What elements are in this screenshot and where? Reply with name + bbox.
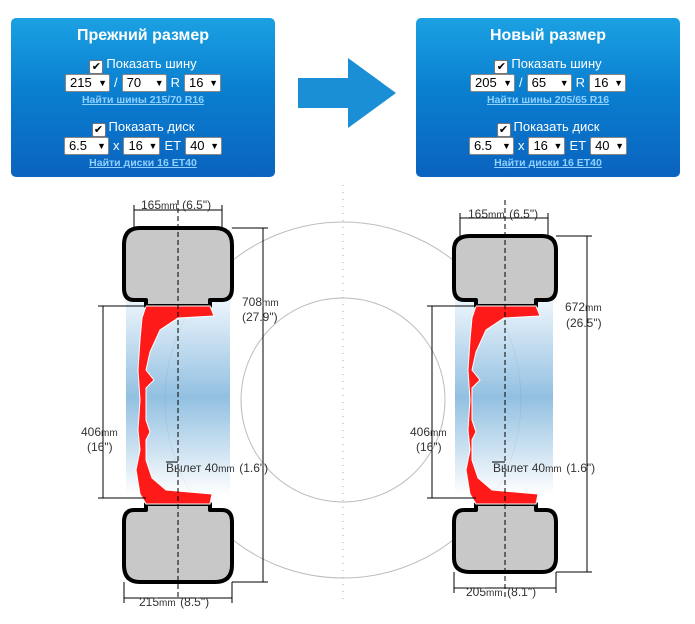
r-label: R [575, 74, 585, 90]
slash-separator: / [113, 74, 118, 90]
old-outer-diameter-label: 708mm [242, 295, 279, 309]
old-disk-width-select[interactable]: 6.5▼ [63, 136, 109, 155]
old-find-tires-link[interactable]: Найти шины 215/70 R16 [81, 94, 205, 106]
chevron-down-icon: ▼ [154, 77, 164, 88]
old-show-tire-label: Показать шину [106, 56, 197, 71]
new-disk [465, 305, 541, 505]
old-size-title: Прежний размер [76, 27, 209, 44]
old-disk-diameter-select[interactable]: 16▼ [123, 136, 161, 155]
old-show-tire-row[interactable]: ✔Показать шину [11, 56, 275, 74]
old-tire-diameter-select[interactable]: 16▼ [184, 73, 221, 92]
new-show-tire-checkbox[interactable]: ✔ [494, 60, 509, 74]
new-rim-width-label: 165mm (6.5") [468, 205, 538, 222]
new-size-title: Новый размер [489, 27, 607, 44]
old-tire-width-label: 215mm (8.5") [139, 593, 209, 610]
new-show-disk-label: Показать диск [513, 119, 600, 134]
new-show-disk-checkbox[interactable]: ✔ [496, 123, 511, 137]
new-show-disk-row[interactable]: ✔Показать диск [416, 119, 680, 137]
new-tire-profile-select[interactable]: 65▼ [526, 73, 572, 92]
et-label: ET [164, 137, 182, 153]
chevron-down-icon: ▼ [559, 77, 569, 88]
new-offset-label: Вылет 40mm (1.6") [493, 459, 595, 476]
inner-rotation-circle [240, 297, 446, 503]
right-arrow-icon [298, 58, 396, 128]
old-show-disk-checkbox[interactable]: ✔ [91, 123, 106, 137]
chevron-down-icon: ▼ [553, 140, 563, 151]
old-tire-profile-select[interactable]: 70▼ [121, 73, 167, 92]
new-tire-top [452, 234, 558, 308]
chevron-down-icon: ▼ [210, 140, 220, 151]
old-disk-et-select[interactable]: 40▼ [185, 136, 223, 155]
new-disk-et-select[interactable]: 40▼ [590, 136, 628, 155]
old-rim-width-label: 165mm (6.5") [141, 196, 211, 213]
new-show-tire-row[interactable]: ✔Показать шину [416, 56, 680, 74]
old-show-disk-label: Показать диск [108, 119, 195, 134]
new-find-tires-link[interactable]: Найти шины 205/65 R16 [486, 94, 610, 106]
old-disk [135, 305, 215, 505]
chevron-down-icon: ▼ [98, 77, 107, 88]
new-tire-width-label: 205mm (8.1") [466, 583, 536, 600]
old-show-tire-checkbox[interactable]: ✔ [89, 60, 104, 74]
old-wheel: 165mm (6.5") 708mm (27.9") 406mm (16") В… [81, 196, 279, 610]
old-tire-width-select[interactable]: 215▼ [64, 73, 110, 92]
x-label: x [517, 137, 525, 153]
new-rim-diameter-label: 406mm [410, 425, 447, 439]
new-show-tire-label: Показать шину [511, 56, 602, 71]
chevron-down-icon: ▼ [97, 140, 106, 151]
et-label: ET [569, 137, 587, 153]
new-wheel: 165mm (6.5") 672mm (26.5") 406mm (16") В… [410, 200, 602, 600]
old-show-disk-row[interactable]: ✔Показать диск [11, 119, 275, 137]
new-find-disks-link[interactable]: Найти диски 16 ET40 [494, 157, 602, 169]
old-rim-diameter-inch: (16") [87, 440, 113, 454]
new-rim-diameter-inch: (16") [416, 440, 442, 454]
new-tire-width-select[interactable]: 205▼ [469, 73, 515, 92]
x-label: x [112, 137, 120, 153]
slash-separator: / [518, 74, 523, 90]
old-outer-diameter-inch: (27.9") [242, 310, 278, 324]
old-find-disks-link[interactable]: Найти диски 16 ET40 [89, 157, 197, 169]
chevron-down-icon: ▼ [148, 140, 158, 151]
old-rim-diameter-label: 406mm [81, 425, 118, 439]
chevron-down-icon: ▼ [614, 77, 623, 88]
chevron-down-icon: ▼ [209, 77, 218, 88]
new-tire-diameter-select[interactable]: 16▼ [589, 73, 626, 92]
arrow-shape [298, 58, 396, 128]
r-label: R [170, 74, 180, 90]
chevron-down-icon: ▼ [503, 77, 512, 88]
new-outer-diameter-inch: (26.5") [566, 316, 602, 330]
chevron-down-icon: ▼ [502, 140, 511, 151]
new-disk-width-select[interactable]: 6.5▼ [468, 136, 514, 155]
new-outer-diameter-label: 672mm [565, 300, 602, 314]
old-offset-label: Вылет 40mm (1.6") [166, 459, 268, 476]
chevron-down-icon: ▼ [615, 140, 625, 151]
new-disk-diameter-select[interactable]: 16▼ [528, 136, 566, 155]
